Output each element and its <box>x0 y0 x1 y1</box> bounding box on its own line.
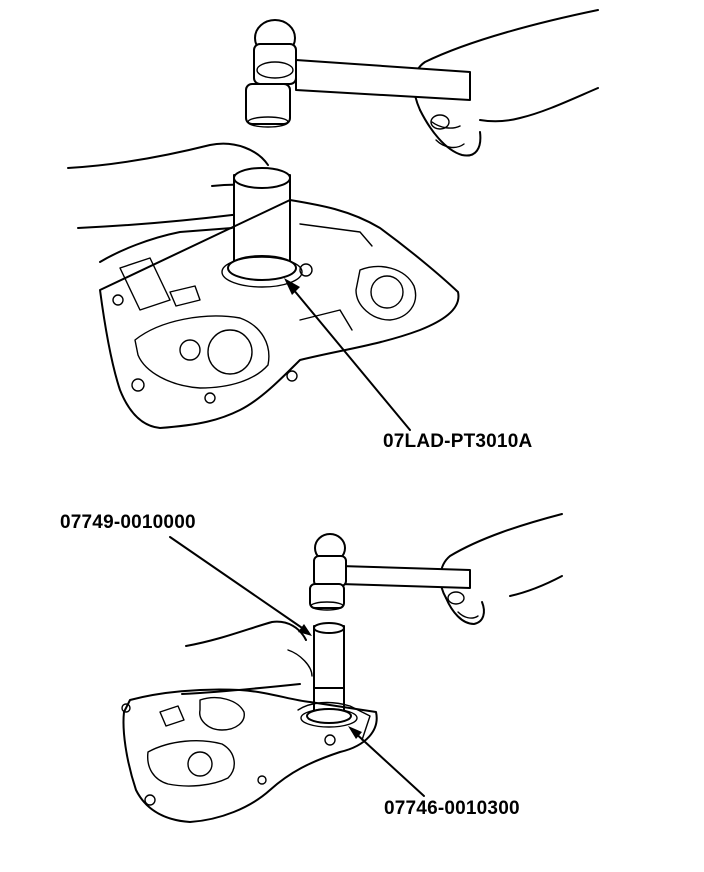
leader-arrow-handle <box>298 624 312 636</box>
driver-tool-bottom <box>300 687 358 728</box>
engine-cover-bottom <box>121 688 378 823</box>
tool-label-handle: 07749-0010000 <box>60 512 196 533</box>
top-scene <box>67 9 599 431</box>
leader-arrow-driver <box>348 726 362 739</box>
handle-tool <box>313 622 345 689</box>
driver-tool-top <box>221 167 303 288</box>
leader-line-driver <box>351 729 425 797</box>
engine-cover-top <box>99 199 460 429</box>
bottom-scene <box>121 513 563 823</box>
leader-line-top <box>287 282 411 431</box>
tool-label-top: 07LAD-PT3010A <box>383 431 533 452</box>
tool-label-driver: 07746-0010300 <box>384 798 520 819</box>
hammer-bottom <box>309 533 471 611</box>
leader-line-handle <box>169 536 309 633</box>
leader-arrow-top <box>284 278 300 295</box>
hammer-top <box>245 19 471 128</box>
